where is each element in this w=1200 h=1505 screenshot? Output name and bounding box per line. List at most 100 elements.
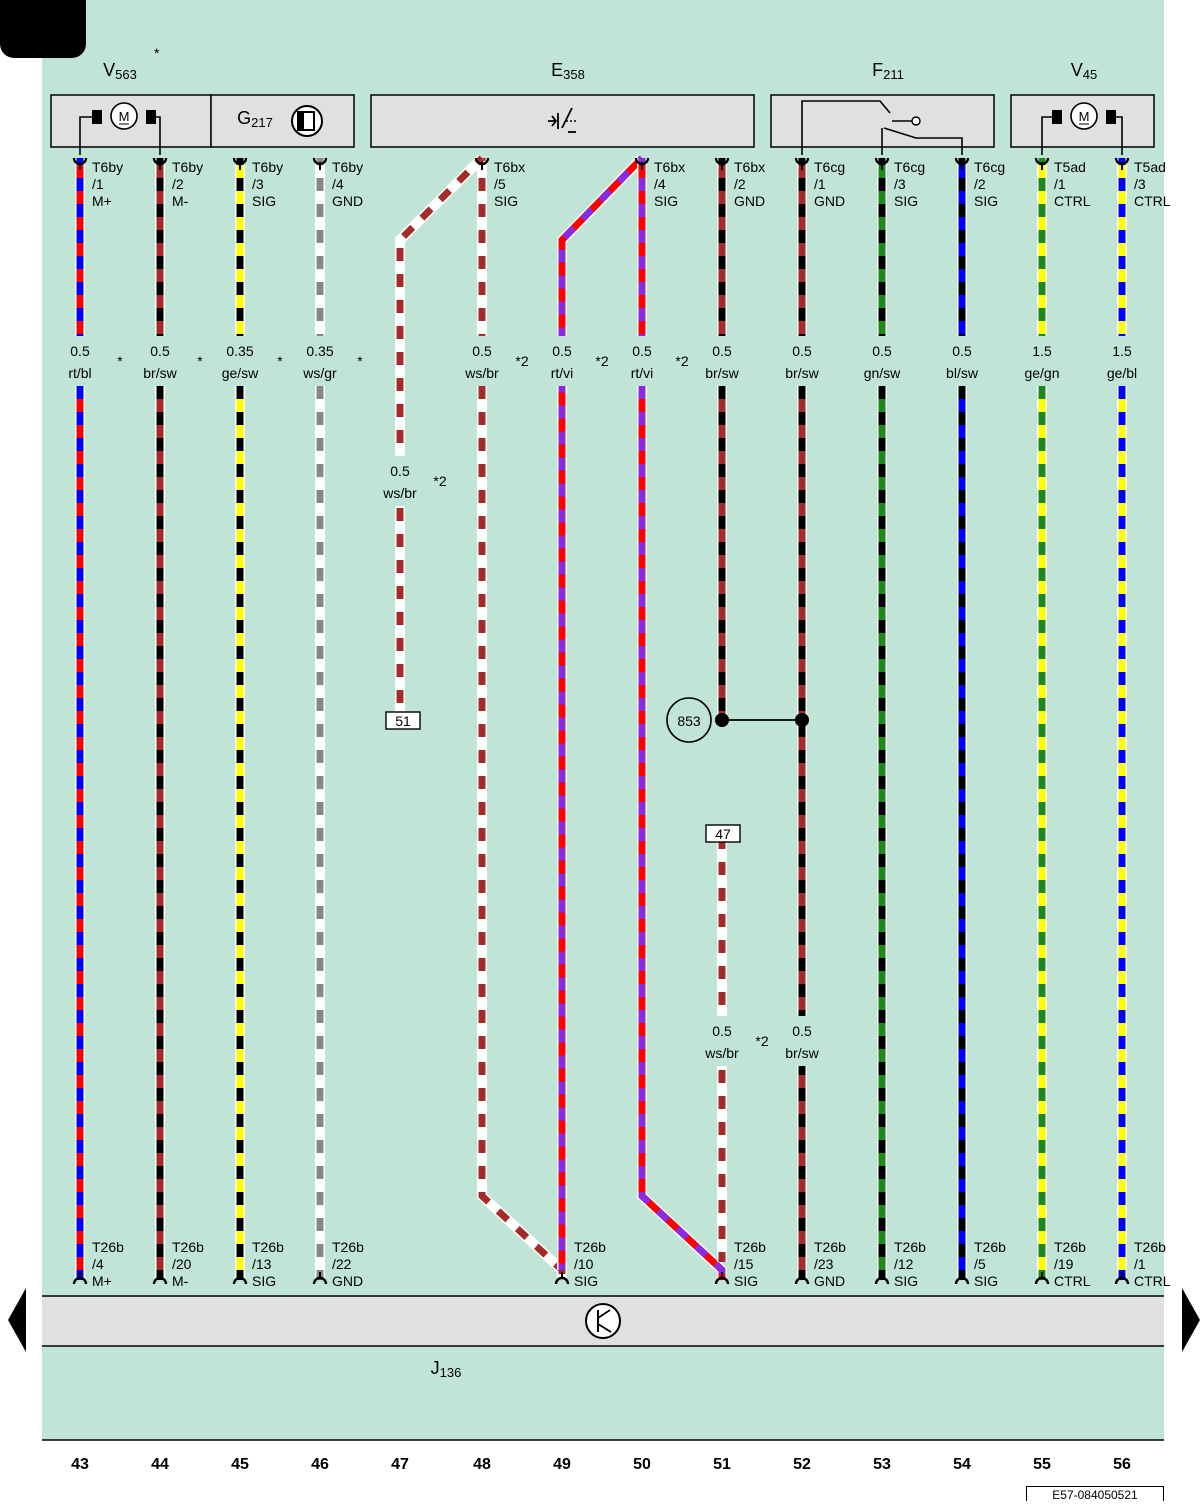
pin-top-56-cup	[1114, 157, 1130, 166]
wire-label-51-lower-size: 0.5	[712, 1023, 732, 1039]
wire-label-48-color: ws/br	[464, 365, 499, 381]
pin-bottom-label-44-line-2: M-	[172, 1273, 189, 1289]
wire-label-51-lower-note: *2	[755, 1033, 768, 1049]
wire-label-49-color: rt/vi	[551, 365, 574, 381]
junction-dot-52	[795, 713, 809, 727]
pin-top-label-44-line-1: /2	[172, 176, 184, 192]
wire-label-54-color: bl/sw	[946, 365, 979, 381]
pin-bottom-53	[874, 1272, 890, 1285]
pin-top-56	[1114, 157, 1130, 170]
wire-label-50-note: *2	[675, 353, 688, 369]
pin-bottom-49-cup	[554, 1276, 570, 1285]
pin-bottom-55	[1034, 1272, 1050, 1285]
ref-box-51-text: 51	[395, 713, 411, 729]
column-number-56: 56	[1113, 1456, 1131, 1473]
column-number-43: 43	[71, 1456, 89, 1473]
pin-top-51	[714, 157, 730, 170]
pin-bottom-46-cup	[312, 1276, 328, 1285]
wire-label-43-gap	[50, 336, 110, 386]
column-number-53: 53	[873, 1456, 891, 1473]
pin-top-label-54-line-1: /2	[974, 176, 986, 192]
pin-top-label-52-line-2: GND	[814, 193, 845, 209]
pin-bottom-label-52-line-2: GND	[814, 1273, 845, 1289]
diagram-background	[42, 0, 1164, 1440]
column-number-45: 45	[231, 1456, 249, 1473]
pin-top-label-55-line-0: T5ad	[1054, 159, 1086, 175]
pin-top-label-46-line-0: T6by	[332, 159, 363, 175]
pin-bottom-label-43-line-1: /4	[92, 1256, 104, 1272]
component-V45-label: V45	[1071, 60, 1097, 82]
pin-top-label-52-line-0: T6cg	[814, 159, 845, 175]
pin-top-45	[232, 157, 248, 170]
pin-bottom-label-56-line-2: CTRL	[1134, 1273, 1171, 1289]
wire-label-45-gap	[210, 336, 270, 386]
column-number-50: 50	[633, 1456, 651, 1473]
wire-label-53-size: 0.5	[872, 343, 892, 359]
next-page-arrow-icon[interactable]	[1182, 1288, 1200, 1352]
pin-top-43-cup	[72, 157, 88, 166]
pin-top-label-51-line-2: GND	[734, 193, 765, 209]
pin-bottom-label-54-line-2: SIG	[974, 1273, 998, 1289]
pin-bottom-label-44-line-0: T26b	[172, 1239, 204, 1255]
sensor-icon-g217	[291, 105, 323, 137]
pin-bottom-label-56-line-1: /1	[1134, 1256, 1146, 1272]
f211-lead-left	[801, 100, 891, 155]
pin-bottom-43-cup	[72, 1276, 88, 1285]
pin-top-label-52-line-1: /1	[814, 176, 826, 192]
pin-top-label-44-line-0: T6by	[172, 159, 203, 175]
wire-label-51-color: br/sw	[705, 365, 739, 381]
wire-49-stripe	[558, 155, 645, 1270]
pin-bottom-label-45-line-1: /13	[252, 1256, 272, 1272]
previous-page-arrow-icon[interactable]	[8, 1288, 26, 1352]
pin-top-label-46-line-2: GND	[332, 193, 363, 209]
wire-label-53-color: gn/sw	[864, 365, 901, 381]
pin-top-label-43-line-1: /1	[92, 176, 104, 192]
pin-bottom-44-cup	[152, 1276, 168, 1285]
pin-bottom-label-53-line-1: /12	[894, 1256, 914, 1272]
component-E358-box	[370, 94, 755, 148]
pin-bottom-label-43-line-0: T26b	[92, 1239, 124, 1255]
pin-bottom-54-cup	[954, 1276, 970, 1285]
pin-bottom-label-56-line-0: T26b	[1134, 1239, 1166, 1255]
ref-box-51	[385, 711, 421, 730]
pin-bottom-label-55-line-0: T26b	[1054, 1239, 1086, 1255]
wire-label-44-color: br/sw	[143, 365, 177, 381]
motor-icon-v45-letter: M	[1079, 109, 1090, 124]
component-G217-box	[210, 94, 355, 148]
wire-label-45-size: 0.35	[226, 343, 253, 359]
wire-label-43-color: rt/bl	[68, 365, 91, 381]
pin-top-label-45-line-1: /3	[252, 176, 264, 192]
pin-top-43	[72, 157, 88, 170]
motor-icon-v45-rotor	[1070, 102, 1098, 130]
pin-bottom-label-54-line-0: T26b	[974, 1239, 1006, 1255]
pin-top-label-55-line-2: CTRL	[1054, 193, 1091, 209]
pin-top-label-55-line-1: /1	[1054, 176, 1066, 192]
pin-top-45-cup	[232, 157, 248, 166]
column-number-49: 49	[553, 1456, 571, 1473]
ref-box-47-text: 47	[715, 826, 731, 842]
wire-48-stripe	[478, 158, 566, 1280]
pin-bottom-49	[554, 1272, 570, 1285]
wire-label-52-lower-gap	[772, 1016, 832, 1066]
wire-label-47-size: 0.5	[390, 463, 410, 479]
pin-bottom-label-46-line-2: GND	[332, 1273, 363, 1289]
pin-top-50-cup	[634, 157, 650, 166]
pin-top-label-53-line-2: SIG	[894, 193, 918, 209]
j136-legs	[597, 1309, 612, 1333]
pin-bottom-label-43-line-2: M+	[92, 1273, 112, 1289]
pin-top-label-45-line-0: T6by	[252, 159, 283, 175]
wire-label-52-color: br/sw	[785, 365, 819, 381]
wire-label-51-gap	[692, 336, 752, 386]
pin-top-53	[874, 157, 890, 170]
wire-label-43-note: *	[117, 353, 123, 369]
pin-top-55-cup	[1034, 157, 1050, 166]
motor-icon-v563-lead-right	[156, 116, 161, 155]
pin-bottom-52-cup	[794, 1276, 810, 1285]
wire-label-51-lower-gap	[692, 1016, 752, 1066]
f211-lead-right	[883, 127, 963, 155]
wire-label-53-gap	[852, 336, 912, 386]
pin-top-44-cup	[152, 157, 168, 166]
pin-bottom-label-54-line-1: /5	[974, 1256, 986, 1272]
pin-bottom-label-55-line-1: /19	[1054, 1256, 1074, 1272]
pin-top-label-50-line-1: /4	[654, 176, 666, 192]
